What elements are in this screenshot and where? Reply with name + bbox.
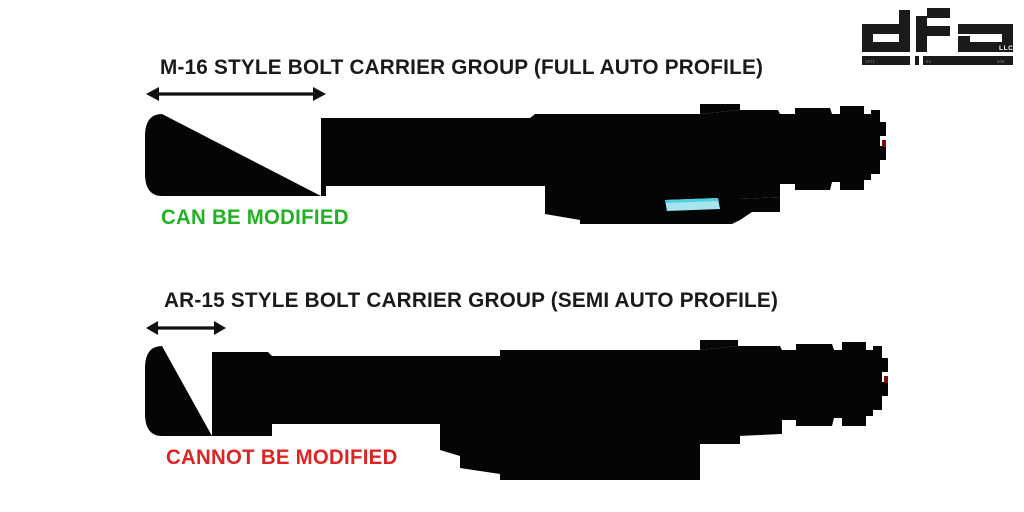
m16-bolt-carrier-group-silhouette	[140, 104, 896, 228]
heading-m16-bcg: M-16 STYLE BOLT CARRIER GROUP (FULL AUTO…	[160, 55, 764, 79]
arrow-head-right	[214, 321, 226, 335]
cyan-highlight-edge	[665, 198, 718, 203]
heading-ar15-bcg: AR-15 STYLE BOLT CARRIER GROUP (SEMI AUT…	[164, 288, 779, 312]
dfa-llc-logo: LLC 1971 64 508	[858, 6, 1018, 68]
logo-bar-right-micro: 64	[926, 59, 932, 64]
logo-letter-f	[916, 16, 950, 52]
ar15-bolt-carrier-group-silhouette	[140, 338, 896, 484]
arrow-head-right	[313, 87, 326, 101]
logo-llc-text: LLC	[999, 45, 1013, 52]
status-ar15-cannot-be-modified: CANNOT BE MODIFIED	[166, 446, 398, 469]
arrow-head-left	[146, 87, 159, 101]
logo-bar-divider	[915, 56, 919, 65]
m16-rear-mass-measure-arrow	[146, 82, 326, 106]
logo-bar-left-micro: 1971	[865, 59, 876, 64]
logo-bar-left	[862, 56, 910, 65]
logo-bar-right	[923, 56, 1013, 65]
red-speck	[884, 376, 888, 383]
logo-bar-right-micro2: 508	[997, 59, 1005, 64]
ar15-rear-mass-measure-arrow	[146, 316, 226, 340]
arrow-head-left	[146, 321, 158, 335]
logo-letter-d	[862, 10, 910, 52]
status-m16-can-be-modified: CAN BE MODIFIED	[161, 206, 349, 229]
logo-letter-a	[958, 24, 1013, 52]
logo-letter-f-bar	[927, 8, 950, 18]
red-speck	[882, 140, 886, 147]
